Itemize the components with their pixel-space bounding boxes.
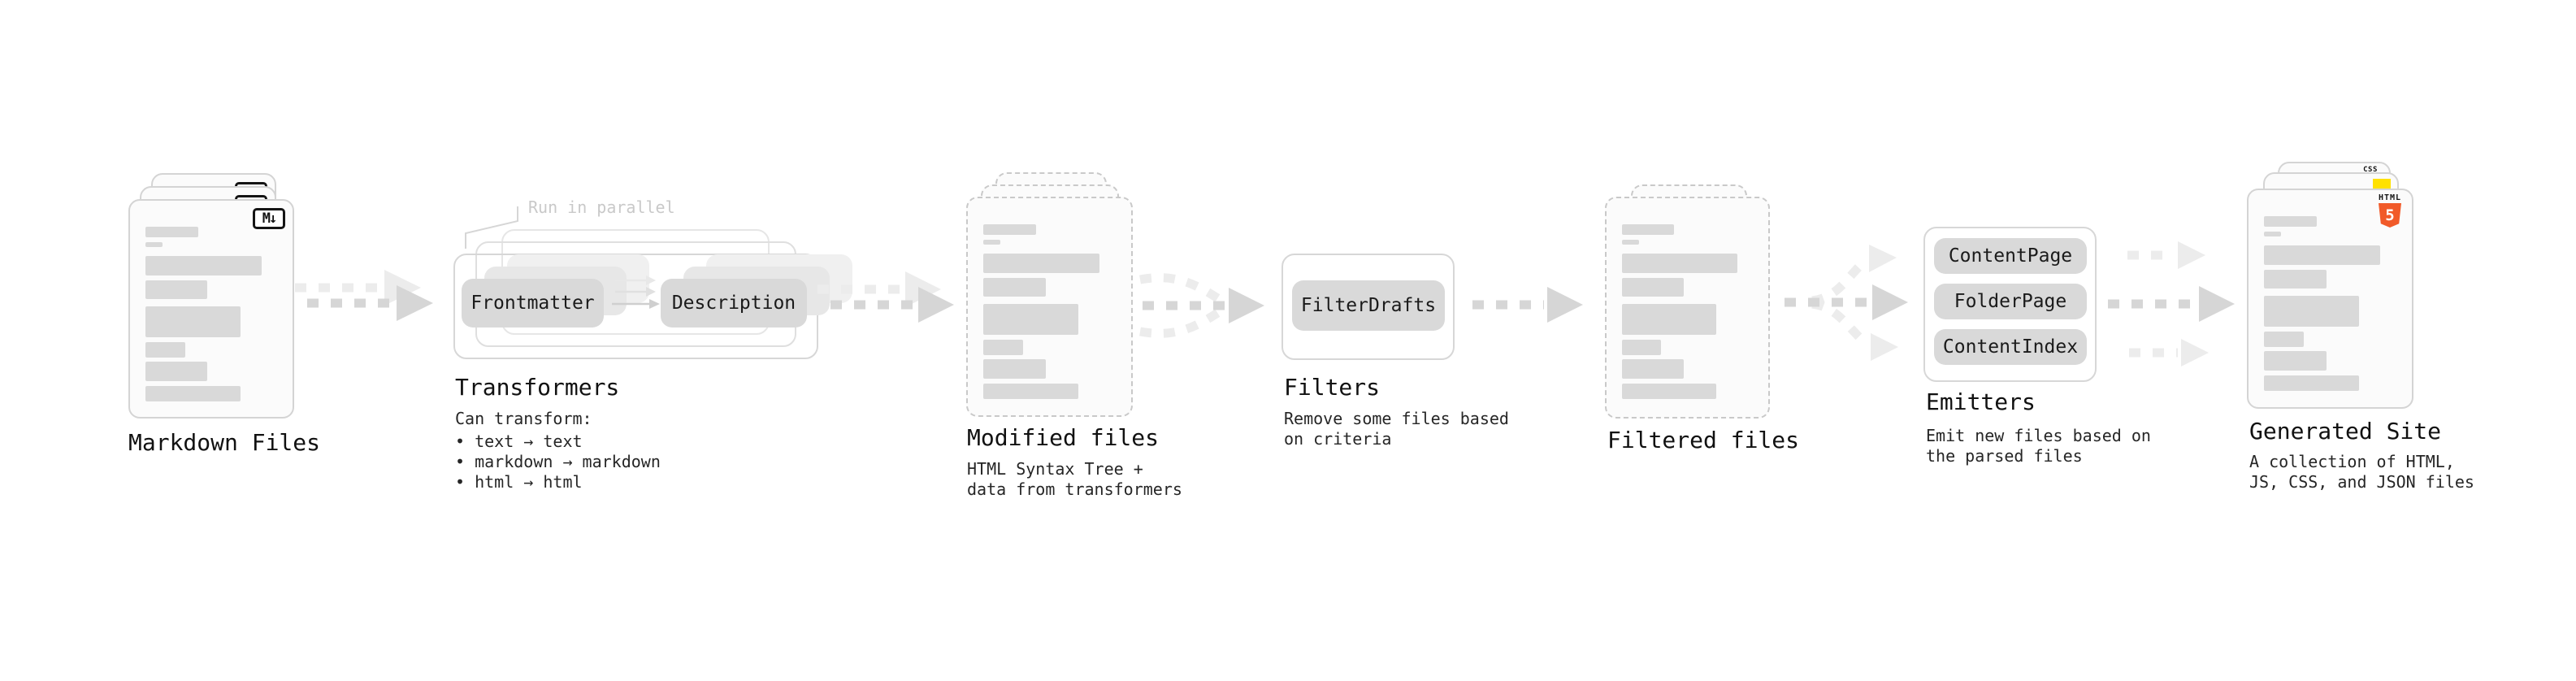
notes-item: • markdown → markdown (455, 452, 661, 471)
transformers-label: Transformers (455, 374, 620, 401)
content-bar (145, 306, 241, 337)
content-bar (145, 227, 198, 237)
content-bar (983, 384, 1079, 399)
modified-files-subtitle: HTML Syntax Tree + data from transformer… (967, 459, 1182, 499)
modified-files-label: Modified files (967, 424, 1160, 451)
markdown-files-label: Markdown Files (128, 429, 321, 456)
filtered-file-front (1605, 197, 1770, 419)
arrow-modified-to-filters (1139, 273, 1264, 338)
notes-item: • text → text (455, 432, 583, 451)
arrow-markdown-to-transformers (307, 285, 433, 321)
content-bar (145, 280, 208, 299)
content-bar (1622, 240, 1639, 245)
content-bar (145, 386, 241, 401)
content-bar (2264, 351, 2327, 371)
arrow-emitters-to-generated (2108, 241, 2235, 367)
emitter-pill-folderpage: FolderPage (1934, 284, 2087, 319)
content-bar (1622, 340, 1662, 355)
content-bar (1622, 384, 1716, 399)
transform-notes: Can transform: • text → text • markdown … (455, 409, 661, 492)
content-bar (983, 278, 1046, 297)
content-bar (2264, 245, 2381, 265)
emitter-pill-contentindex: ContentIndex (1934, 329, 2087, 365)
filters-label: Filters (1284, 374, 1381, 401)
notes-title: Can transform: (455, 409, 592, 428)
content-bar (1622, 278, 1684, 297)
content-bar (1622, 254, 1737, 273)
filter-drafts-pill: FilterDrafts (1292, 280, 1445, 331)
document-content (1622, 224, 1753, 399)
arrow-markdown-to-transformers-light (295, 270, 421, 306)
content-bar (983, 340, 1023, 355)
run-in-parallel-callout: Run in parallel (528, 197, 675, 217)
filtered-files-label: Filtered files (1607, 427, 1800, 453)
content-bar (983, 240, 1001, 245)
content-bar (2264, 296, 2360, 327)
content-bar (1622, 359, 1684, 379)
content-bar (1622, 304, 1716, 335)
emitters-subtitle: Emit new files based on the parsed files (1926, 426, 2151, 466)
content-bar (983, 304, 1079, 335)
generated-file-html: HTML 5 (2247, 189, 2413, 409)
description-pill: Description (661, 279, 807, 327)
modified-file-front (966, 197, 1133, 417)
content-bar (983, 224, 1037, 235)
content-bar (145, 362, 208, 381)
content-bar (2264, 270, 2327, 288)
content-bar (983, 254, 1100, 273)
content-bar (2264, 232, 2282, 236)
generated-site-subtitle: A collection of HTML, JS, CSS, and JSON … (2249, 452, 2474, 492)
emitters-label: Emitters (1926, 388, 2036, 415)
generated-site-label: Generated Site (2249, 418, 2442, 445)
markdown-icon: M↓ (253, 208, 285, 229)
document-content (145, 227, 277, 401)
frontmatter-pill: Frontmatter (462, 279, 604, 327)
notes-item: • html → html (455, 472, 583, 492)
content-bar (145, 342, 185, 358)
emitter-pill-contentpage: ContentPage (1934, 238, 2087, 274)
content-bar (983, 359, 1046, 379)
content-bar (1622, 224, 1675, 235)
content-bar (145, 256, 262, 275)
content-bar (2264, 332, 2304, 347)
content-bar (2264, 216, 2318, 227)
filters-subtitle: Remove some files based on criteria (1284, 409, 1509, 449)
markdown-file-front: M↓ (128, 199, 294, 419)
document-content (2264, 216, 2396, 391)
document-content (983, 224, 1116, 399)
content-bar (145, 242, 163, 247)
content-bar (2264, 375, 2360, 391)
arrow-filters-to-filtered (1472, 287, 1583, 323)
arrow-filtered-to-emitters (1785, 245, 1908, 361)
html5-icon: HTML 5 (2378, 194, 2402, 228)
